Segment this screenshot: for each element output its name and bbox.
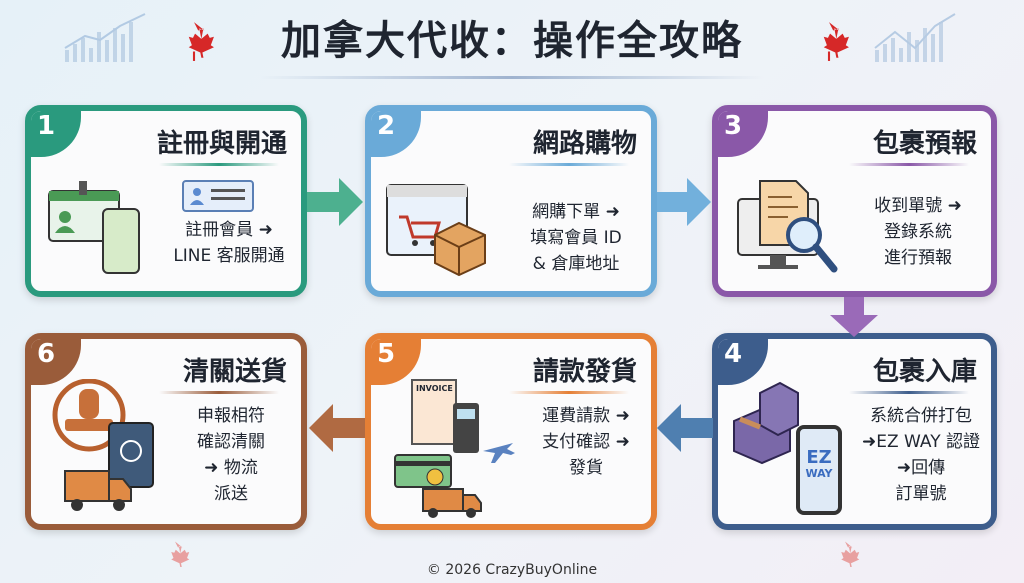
title-underline bbox=[159, 163, 279, 166]
ez-way-phone-icon: EZ WAY bbox=[796, 425, 842, 515]
step-title: 清關送貨 bbox=[182, 357, 287, 387]
step-card-2: 2 網路購物 網購下單 ➜ 填寫會員 ID & 倉庫地址 bbox=[365, 105, 657, 297]
invoice-label: INVOICE bbox=[416, 384, 453, 393]
step-title: 包裹入庫 bbox=[872, 357, 977, 387]
step-title: 請款發貨 bbox=[532, 357, 637, 387]
chart-decoration-icon bbox=[60, 10, 150, 69]
step-title: 包裹預報 bbox=[872, 129, 977, 159]
invoice-icon: INVOICE bbox=[411, 379, 457, 445]
step-line: 填寫會員 ID bbox=[530, 228, 622, 248]
step-card-3: 3 包裹預報 收到單號 ➜ 登錄系統 進行預報 bbox=[712, 105, 997, 297]
step-line: 運費請款 ➜ bbox=[542, 406, 630, 426]
arrow-left-icon bbox=[309, 404, 365, 452]
id-card-phone-icon bbox=[48, 181, 140, 274]
payment-truck-plane-icon bbox=[394, 403, 515, 518]
step-number: 1 bbox=[31, 111, 81, 157]
chart-decoration-icon bbox=[870, 10, 960, 69]
step-line: & 倉庫地址 bbox=[532, 254, 620, 274]
step-card-5: 5 請款發貨 INVOICE 運費請款 ➜ 支付確認 ➜ 發貨 bbox=[365, 333, 657, 530]
step-line: 確認清關 bbox=[197, 432, 265, 452]
step-line: ➜ 物流 bbox=[204, 458, 258, 478]
step-number: 6 bbox=[31, 339, 81, 385]
step-line: 進行預報 bbox=[884, 248, 952, 268]
ez-logo-text: EZ bbox=[806, 447, 832, 468]
step-card-4: 4 包裹入庫 EZ WAY 系統合併打包 ➜EZ WAY 認證 ➜回傳 訂單號 bbox=[712, 333, 997, 530]
step-number: 3 bbox=[718, 111, 768, 157]
shopping-cart-box-icon bbox=[386, 184, 486, 277]
maple-leaf-icon bbox=[841, 541, 860, 567]
maple-leaf-icon bbox=[171, 541, 190, 567]
step-line: 收到單號 ➜ bbox=[874, 196, 962, 216]
step-number: 5 bbox=[371, 339, 421, 385]
member-card-icon bbox=[182, 180, 254, 212]
step-line: 發貨 bbox=[569, 458, 603, 478]
maple-leaf-icon bbox=[188, 22, 214, 61]
page-title: 加拿大代收：操作全攻略 bbox=[281, 18, 743, 64]
step-line: 網購下單 ➜ bbox=[532, 202, 620, 222]
arrow-right-icon bbox=[657, 178, 711, 226]
title-underline bbox=[849, 391, 969, 394]
step-title: 註冊與開通 bbox=[156, 129, 287, 159]
way-logo-text: WAY bbox=[805, 467, 833, 480]
title-underline bbox=[159, 391, 279, 394]
step-line: LINE 客服開通 bbox=[173, 246, 285, 266]
step-number: 2 bbox=[371, 111, 421, 157]
step-line: ➜EZ WAY 認證 bbox=[861, 432, 980, 452]
arrow-down-icon bbox=[830, 297, 878, 337]
step-title: 網路購物 bbox=[532, 129, 637, 159]
title-underline bbox=[509, 391, 629, 394]
step-line: 註冊會員 ➜ bbox=[185, 220, 273, 240]
step-line: ➜回傳 bbox=[896, 458, 946, 478]
arrow-right-icon bbox=[307, 178, 363, 226]
step-line: 申報相符 bbox=[197, 406, 265, 426]
stamp-passport-truck-icon bbox=[52, 379, 154, 511]
step-line: 訂單號 bbox=[895, 484, 947, 504]
step-card-6: 6 清關送貨 申報相符 確認清關 ➜ 物流 派送 bbox=[25, 333, 307, 530]
step-line: 登錄系統 bbox=[884, 222, 952, 242]
step-line: 系統合併打包 bbox=[870, 406, 972, 426]
arrow-left-icon bbox=[657, 404, 713, 452]
document-search-icon bbox=[737, 180, 838, 273]
step-card-1: 1 註冊與開通 註冊會員 ➜ LINE 客服開通 bbox=[25, 105, 307, 297]
step-line: 派送 bbox=[214, 484, 248, 504]
title-underline bbox=[509, 163, 629, 166]
maple-leaf-icon bbox=[823, 22, 849, 61]
copyright-footer: © 2026 CrazyBuyOnline bbox=[426, 562, 598, 578]
title-underline bbox=[849, 163, 969, 166]
boxes-icon bbox=[733, 381, 799, 465]
title-divider bbox=[260, 76, 764, 79]
step-line: 支付確認 ➜ bbox=[542, 432, 630, 452]
